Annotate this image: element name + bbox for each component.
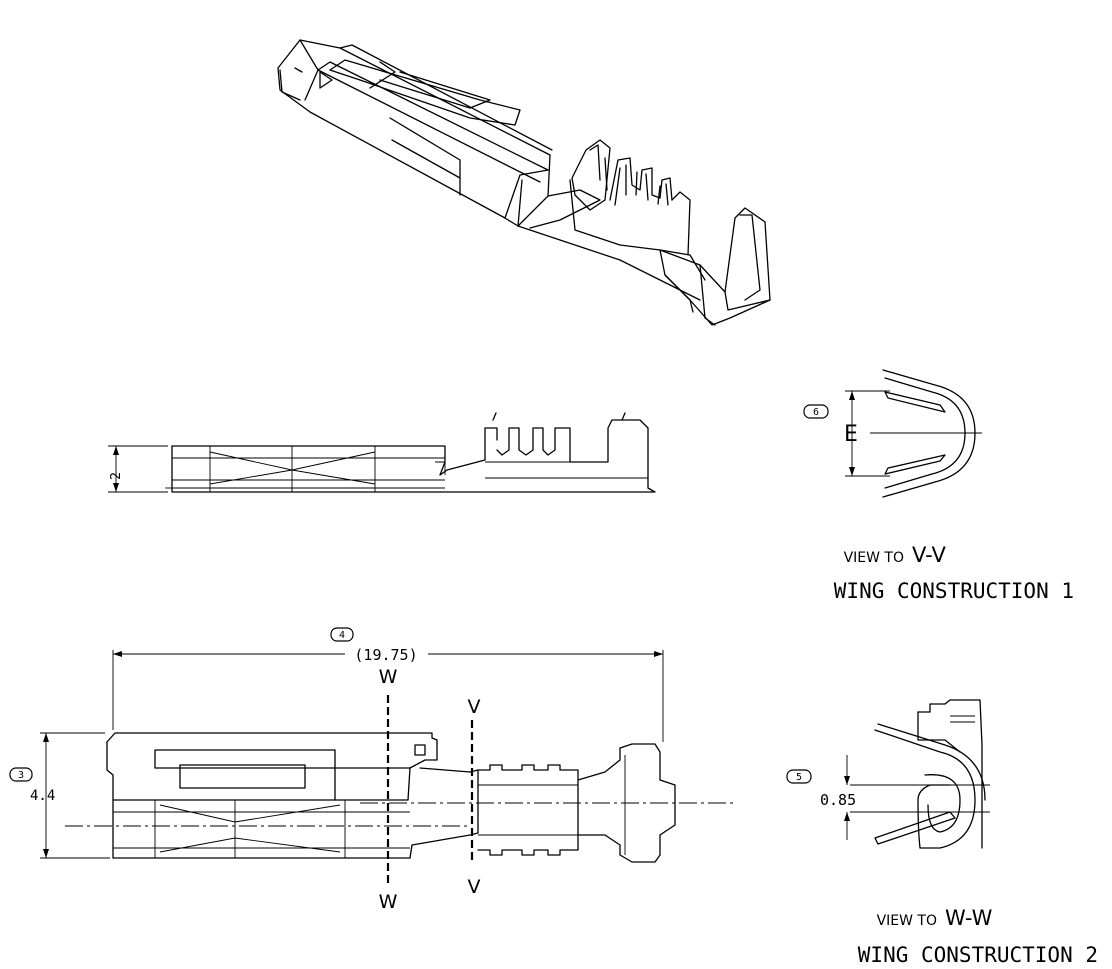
top-view xyxy=(40,650,735,885)
wing-opening-label: E xyxy=(844,422,858,447)
callout-badge-6 xyxy=(803,404,829,419)
length-dimension-label: (19.75) xyxy=(354,646,417,664)
section-mark-v-top: V xyxy=(468,696,481,718)
wing-construction-1-view xyxy=(845,369,982,498)
view2-caption-section: W-W xyxy=(945,906,993,930)
callout-5-label: 5 xyxy=(796,772,802,783)
width-dimension-label: 4.4 xyxy=(30,788,55,804)
callout-4-label: 4 xyxy=(339,630,345,641)
callout-3-label: 3 xyxy=(18,770,24,781)
callout-6-label: 6 xyxy=(813,407,819,418)
view2-caption-prefix: VIEW TO xyxy=(877,913,937,929)
section-mark-w-top: W xyxy=(379,666,398,688)
section-mark-v-bottom: V xyxy=(468,876,481,898)
height-dimension-label: 2 xyxy=(109,472,124,480)
view1-caption-prefix: VIEW TO xyxy=(844,550,904,566)
isometric-view xyxy=(277,39,771,326)
section-mark-w-bottom: W xyxy=(379,891,398,913)
wing-construction-2-view xyxy=(844,699,990,849)
callout-badge-5 xyxy=(786,769,812,784)
view2-title: WING CONSTRUCTION 2 xyxy=(858,943,1098,967)
view1-title: WING CONSTRUCTION 1 xyxy=(834,579,1074,603)
view1-caption-section: V-V xyxy=(912,543,946,567)
side-view xyxy=(108,412,656,493)
callout-badge-3 xyxy=(9,767,33,782)
wing-gap-label: 0.85 xyxy=(820,791,856,809)
callout-badge-4 xyxy=(330,627,354,642)
